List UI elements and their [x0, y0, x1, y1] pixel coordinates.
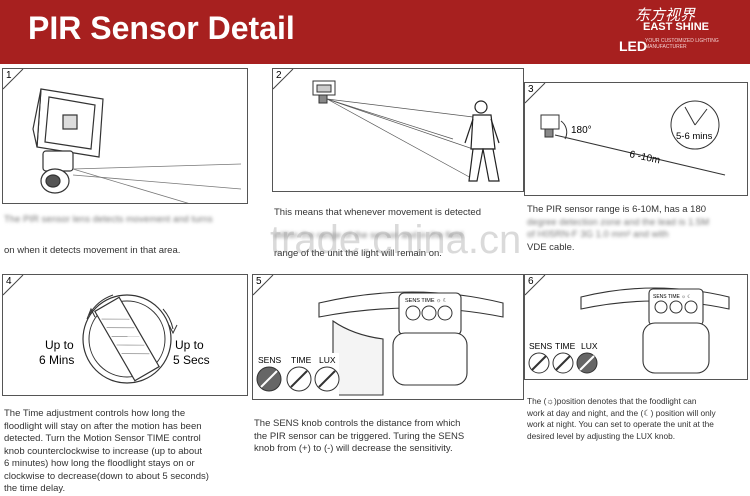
panel-number: 6 [528, 276, 534, 287]
caption-line: desired level by adjusting the LUX knob. [527, 430, 676, 441]
sens-knob-illustration: SENS TIME ☼ ☾ SENS TIME LUX [255, 291, 504, 397]
watermark-text: trade.china.cn [270, 218, 522, 262]
svg-text:SENS TIME ☼ ☾: SENS TIME ☼ ☾ [653, 294, 692, 300]
knob-label-right-1: Up to [175, 338, 204, 352]
caption-line: The SENS knob controls the distance from… [254, 418, 461, 429]
corner-fold-icon [525, 275, 546, 296]
knob-lux-label: LUX [319, 355, 336, 365]
brand-logo: 东方视界 EAST SHINE LED YOUR CUSTOMIZED LIGH… [605, 4, 745, 60]
time-label: 5-6 mins [676, 131, 713, 142]
knob-lux-label: LUX [581, 341, 598, 351]
panel-1: 1 [2, 68, 248, 204]
knob-time-label: TIME [555, 341, 576, 351]
corner-fold-icon [525, 83, 546, 104]
panel-4: 4 Up to 6 Mins Up to 5 Secs [2, 274, 248, 396]
corner-fold-icon [3, 275, 24, 296]
panel-2-caption: This means that whenever movement is det… [274, 207, 524, 261]
walking-person-illustration [312, 80, 500, 182]
caption-line: floodlight will stay on after the motion… [4, 420, 202, 432]
caption-line: on when it detects movement in that area… [4, 244, 181, 256]
panel-1-caption: The PIR sensor lens detects movement and… [4, 214, 244, 257]
panel-2: 2 [272, 68, 524, 192]
caption-line: clockwise to decrease(down to about 5 se… [4, 470, 209, 482]
panel-number: 3 [528, 84, 534, 95]
caption-line: work at night. You can set to operate th… [527, 419, 714, 429]
time-knob-illustration: Up to 6 Mins Up to 5 Secs [39, 294, 210, 384]
caption-line: range of the unit the light will remain … [274, 248, 442, 259]
header-banner: PIR Sensor Detail 东方视界 EAST SHINE LED YO… [0, 0, 750, 64]
caption-line: The (☼)position denotes that the foodlig… [527, 396, 697, 406]
knob-sens-label: SENS [258, 355, 281, 365]
panel-3: 3 180° 6 -10m 5-6 mins [524, 82, 748, 196]
panel-number: 5 [256, 276, 262, 287]
corner-fold-icon [273, 69, 294, 90]
logo-led-mark: LED [619, 38, 647, 54]
angle-label: 180° [571, 125, 592, 136]
caption-line: the PIR sensor can be triggered. Turing … [254, 430, 465, 442]
page-title: PIR Sensor Detail [28, 10, 295, 46]
corner-fold-icon [3, 69, 24, 90]
knob-time-label: TIME [291, 355, 312, 365]
knob-label-left-2: 6 Mins [39, 353, 74, 367]
panel-5: 5 SENS TIME ☼ ☾ SENS TIME LUX [252, 274, 524, 400]
panel-6: 6 SENS TIME ☼ ☾ SENS TIME LUX [524, 274, 748, 380]
knob-label-left-1: Up to [45, 338, 74, 352]
logo-brand-name: EAST SHINE [643, 21, 710, 33]
logo-chinese-text: 东方视界 [635, 6, 696, 24]
svg-text:SENS TIME ☼ ☾: SENS TIME ☼ ☾ [405, 297, 448, 304]
caption-line: knob counterclockwise to increase (up to… [4, 445, 203, 457]
panel-6-caption: The (☼)position denotes that the foodlig… [527, 396, 749, 442]
caption-line: detected. Turn the Motion Sensor TIME co… [4, 433, 201, 444]
caption-line: The PIR sensor range is 6-10M, has a 180 [527, 204, 707, 215]
corner-fold-icon [253, 275, 274, 296]
panel-number: 1 [6, 70, 12, 81]
caption-line: This means that whenever movement is det… [274, 207, 481, 218]
panel-5-caption: The SENS knob controls the distance from… [254, 418, 524, 456]
caption-line: work at day and night, and the (☾) posit… [527, 407, 716, 418]
caption-line: VDE cable. [527, 241, 575, 253]
knob-sens-label: SENS [529, 341, 552, 351]
range-diagram: 180° 6 -10m 5-6 mins [540, 100, 726, 176]
logo-tagline: YOUR CUSTOMIZED LIGHTING MANUFACTURER [645, 38, 719, 50]
lux-knob-illustration: SENS TIME ☼ ☾ SENS TIME LUX [527, 287, 730, 377]
panel-number: 4 [6, 276, 12, 287]
panel-number: 2 [276, 70, 282, 81]
caption-line: the time delay. [4, 483, 66, 494]
panel-3-caption: The PIR sensor range is 6-10M, has a 180… [527, 204, 747, 254]
panel-4-caption: The Time adjustment controls how long th… [4, 408, 248, 496]
floodlight-illustration [32, 88, 242, 203]
caption-line: knob from (+) to (-) will decrease the s… [254, 443, 453, 454]
knob-label-right-2: 5 Secs [173, 353, 210, 367]
caption-line: The Time adjustment controls how long th… [4, 408, 186, 419]
caption-line: 6 minutes) how long the floodlight stays… [4, 458, 195, 469]
range-label: 6 -10m [628, 149, 661, 166]
